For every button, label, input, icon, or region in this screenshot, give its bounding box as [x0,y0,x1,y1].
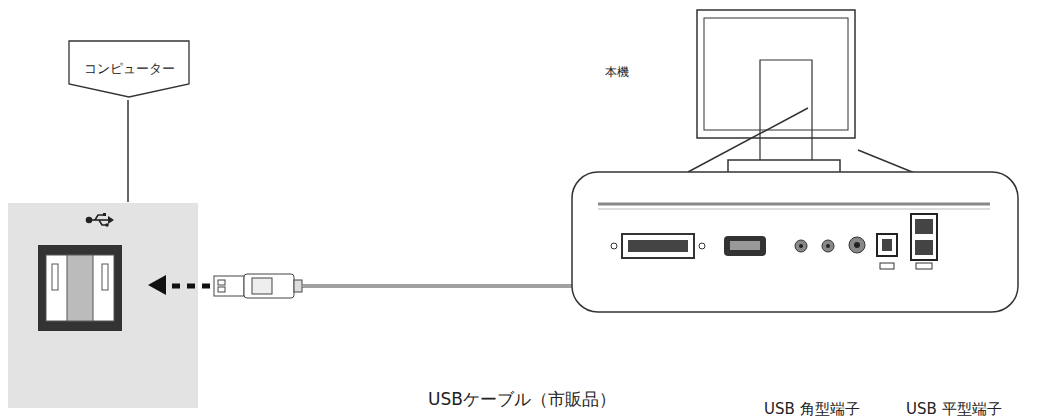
connection-line [127,100,129,202]
monitor [697,10,855,176]
port-panel [8,203,198,408]
label-text: 本機 [605,64,629,81]
port-callout [572,108,1018,312]
node-label: コンピューター [84,60,175,78]
insert-arrow [148,275,166,295]
computer-box: コンピューター [68,40,190,98]
insert-direction [172,284,210,289]
usb-symbol [87,213,115,227]
label-text: USBケーブル（市販品） [428,388,616,411]
label-text: USB 平型端子 [906,400,1002,417]
usb-a-port [38,245,122,331]
label-text: USB 角型端子 [764,400,860,417]
usb-a-plug [214,274,302,298]
